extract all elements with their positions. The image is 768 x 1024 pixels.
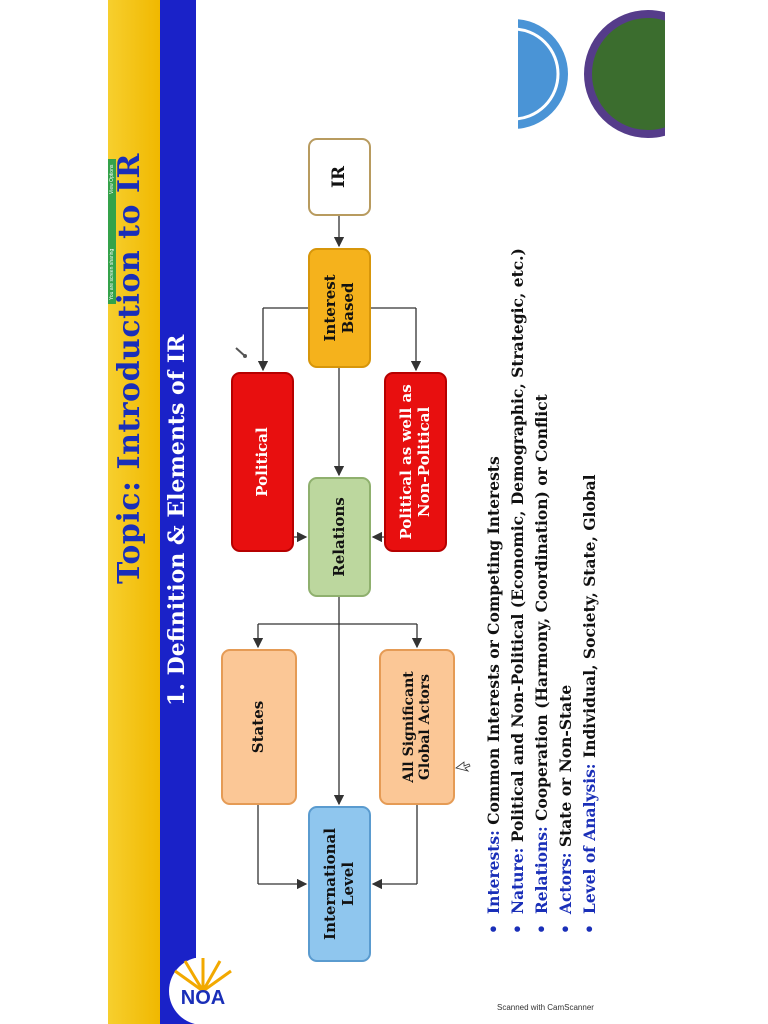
political-box: Political	[231, 372, 294, 552]
scanner-footer: Scanned with CamScanner	[497, 1003, 594, 1012]
slide: You are screen sharing View Options Topi…	[108, 0, 665, 1024]
political-nonpolitical-box: Political as well as Non-Political	[384, 372, 447, 552]
interest-based-box: Interest Based	[308, 248, 371, 368]
un-emblem-icon	[518, 19, 568, 129]
noa-logo-icon: NOA	[148, 956, 258, 1024]
pointer-cursor-icon	[455, 761, 471, 772]
relations-box: Relations	[308, 477, 371, 597]
international-level-box: International Level	[308, 806, 371, 962]
global-actors-box: All Significant Global Actors	[379, 649, 455, 805]
globe-images	[518, 10, 665, 138]
svg-text:NOA: NOA	[181, 987, 225, 1009]
bullet-relations: •Relations: Cooperation (Harmony, Coordi…	[532, 394, 551, 934]
world-map-globe-icon	[584, 10, 665, 138]
states-box: States	[221, 649, 297, 805]
bullet-actors: •Actors: State or Non-State	[556, 684, 575, 934]
pen-cursor-icon	[235, 347, 247, 358]
bullet-nature: •Nature: Political and Non-Political (Ec…	[508, 248, 527, 934]
ir-box: IR	[308, 138, 371, 216]
bullet-level: •Level of Analysis: Individual, Society,…	[580, 474, 599, 934]
bullet-list: •Interests: Common Interests or Competin…	[484, 114, 604, 934]
bullet-interests: •Interests: Common Interests or Competin…	[484, 456, 503, 934]
diagram-connectors	[235, 216, 471, 890]
